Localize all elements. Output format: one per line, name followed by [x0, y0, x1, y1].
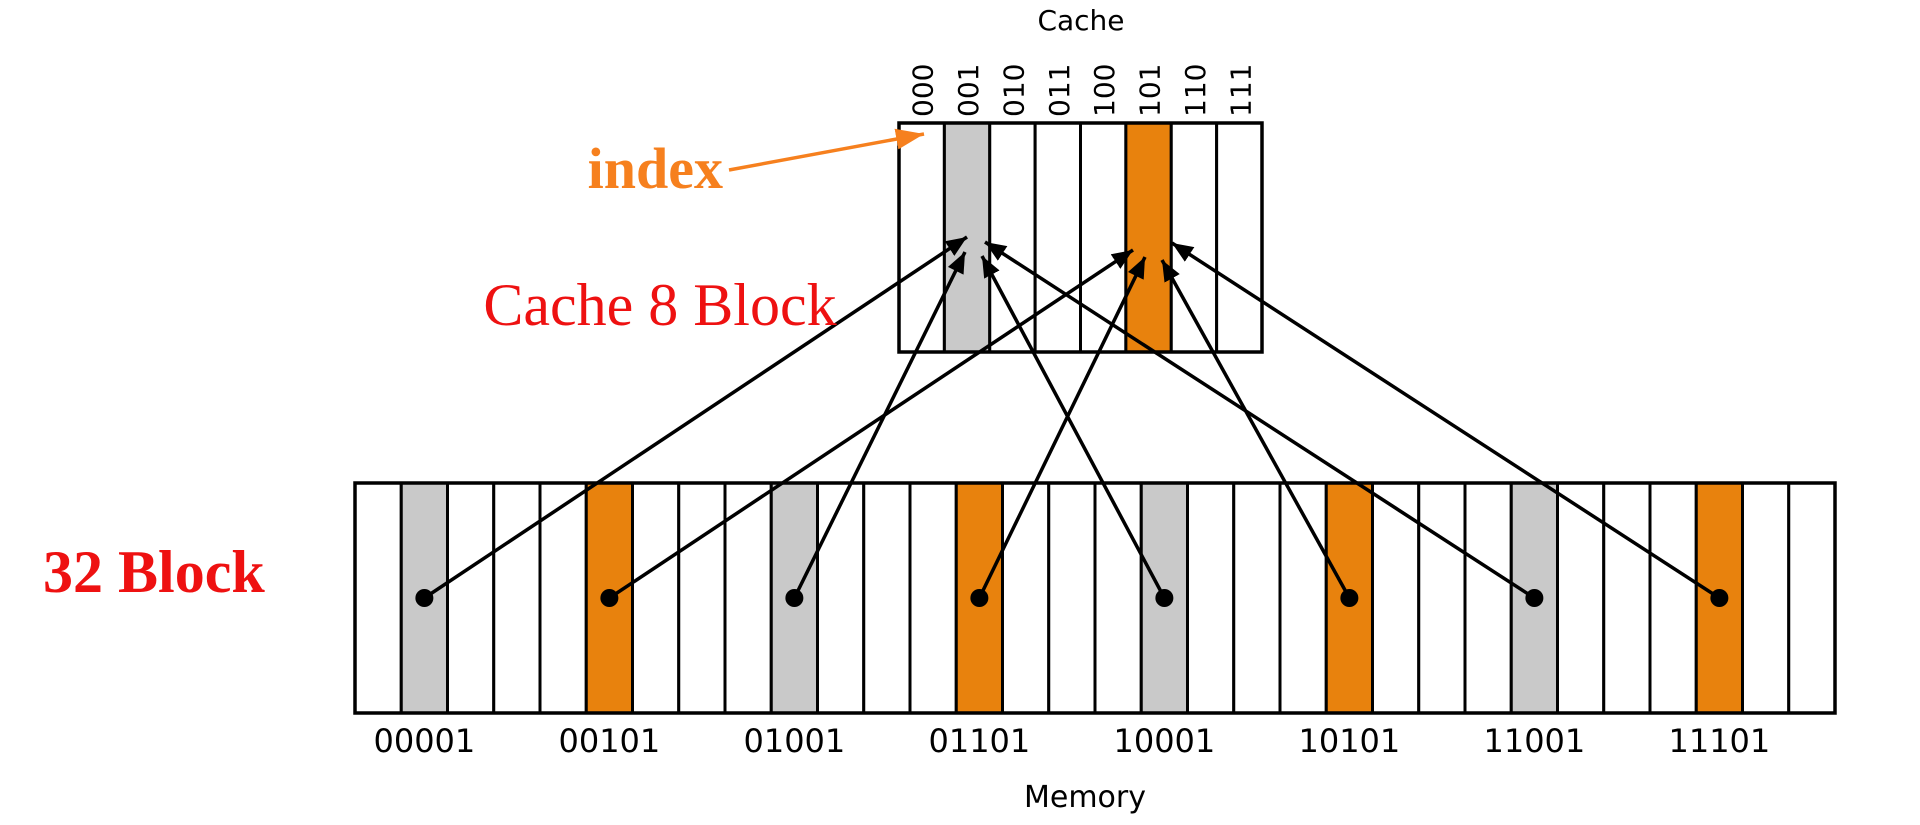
- dot-10101: [1340, 589, 1359, 607]
- memory-address-label-10101: 10101: [1298, 722, 1400, 760]
- memory-address-label-11101: 11101: [1668, 722, 1770, 760]
- memory-block-dots: [415, 589, 1729, 607]
- arrow-10001-to-001: [980, 255, 1166, 599]
- cache-block-101: [1124, 121, 1173, 354]
- memory-block-19: [1232, 481, 1282, 715]
- dot-00001: [415, 589, 434, 607]
- memory-block-24: [1463, 481, 1513, 715]
- cache-array: [897, 121, 1264, 354]
- dot-10001: [1155, 589, 1174, 607]
- memory-address-label-00001: 00001: [373, 722, 475, 760]
- memory-block-0: [353, 481, 403, 715]
- cache-index-label-011: 011: [1043, 64, 1076, 117]
- memory-block-16: [1093, 481, 1143, 715]
- memory-block-11: [862, 481, 912, 715]
- memory-address-labels: 00001 00101 01001 01101 10001 10101 11001 11101: [373, 722, 1770, 760]
- cache-index-label-101: 101: [1134, 64, 1167, 117]
- memory-title: Memory: [1024, 780, 1146, 815]
- arrow-00101-to-101: [608, 248, 1134, 600]
- memory-array: [353, 481, 1837, 715]
- memory-block-12: [908, 481, 958, 715]
- cache-block-111: [1215, 121, 1264, 354]
- cache-size-label: Cache 8 Block: [483, 272, 836, 338]
- memory-block-31: [1787, 481, 1837, 715]
- memory-block-14: [1001, 481, 1051, 715]
- memory-address-label-00101: 00101: [558, 722, 660, 760]
- arrow-11001-to-001: [984, 240, 1536, 600]
- cache-block-011: [1033, 121, 1082, 354]
- dot-01001: [785, 589, 804, 607]
- memory-block-15: [1047, 481, 1097, 715]
- memory-outline: [353, 481, 1837, 715]
- memory-block-30: [1741, 481, 1791, 715]
- arrow-10101-to-101: [1160, 259, 1351, 599]
- arrow-00001-to-001: [423, 235, 968, 600]
- memory-address-label-11001: 11001: [1483, 722, 1585, 760]
- memory-block-27: [1602, 481, 1652, 715]
- dot-11001: [1525, 589, 1544, 607]
- memory-block-7: [677, 481, 727, 715]
- memory-block-23: [1417, 481, 1467, 715]
- memory-size-label: 32 Block: [43, 539, 265, 605]
- memory-block-18: [1186, 481, 1236, 715]
- dot-11101: [1710, 589, 1729, 607]
- cache-index-label-001: 001: [952, 64, 985, 117]
- memory-block-2: [446, 481, 496, 715]
- cache-block-000: [897, 121, 946, 354]
- dot-00101: [600, 589, 619, 607]
- cache-index-labels: 000 001 010 011 100 101 110 111: [907, 64, 1258, 117]
- memory-block-20: [1278, 481, 1328, 715]
- memory-address-label-10001: 10001: [1113, 722, 1215, 760]
- cache-index-label-111: 111: [1224, 64, 1257, 117]
- index-label: index: [588, 136, 723, 201]
- arrow-01001-to-001: [792, 251, 967, 599]
- dot-01101: [970, 589, 989, 607]
- memory-address-label-01001: 01001: [743, 722, 845, 760]
- memory-block-6: [631, 481, 681, 715]
- cache-outline: [897, 121, 1264, 354]
- memory-block-26: [1556, 481, 1606, 715]
- memory-address-label-01101: 01101: [928, 722, 1030, 760]
- mapping-arrows: [423, 235, 1721, 600]
- arrow-01101-to-101: [977, 256, 1147, 599]
- cache-index-label-110: 110: [1179, 64, 1212, 117]
- cache-index-label-010: 010: [997, 64, 1030, 117]
- memory-block-10: [816, 481, 866, 715]
- memory-block-22: [1371, 481, 1421, 715]
- memory-block-3: [492, 481, 542, 715]
- index-arrow: [728, 128, 925, 172]
- arrow-11101-to-101: [1171, 241, 1721, 600]
- cache-title: Cache: [1037, 4, 1124, 37]
- memory-block-28: [1648, 481, 1698, 715]
- cache-index-label-000: 000: [907, 64, 940, 117]
- cache-index-label-100: 100: [1088, 64, 1121, 117]
